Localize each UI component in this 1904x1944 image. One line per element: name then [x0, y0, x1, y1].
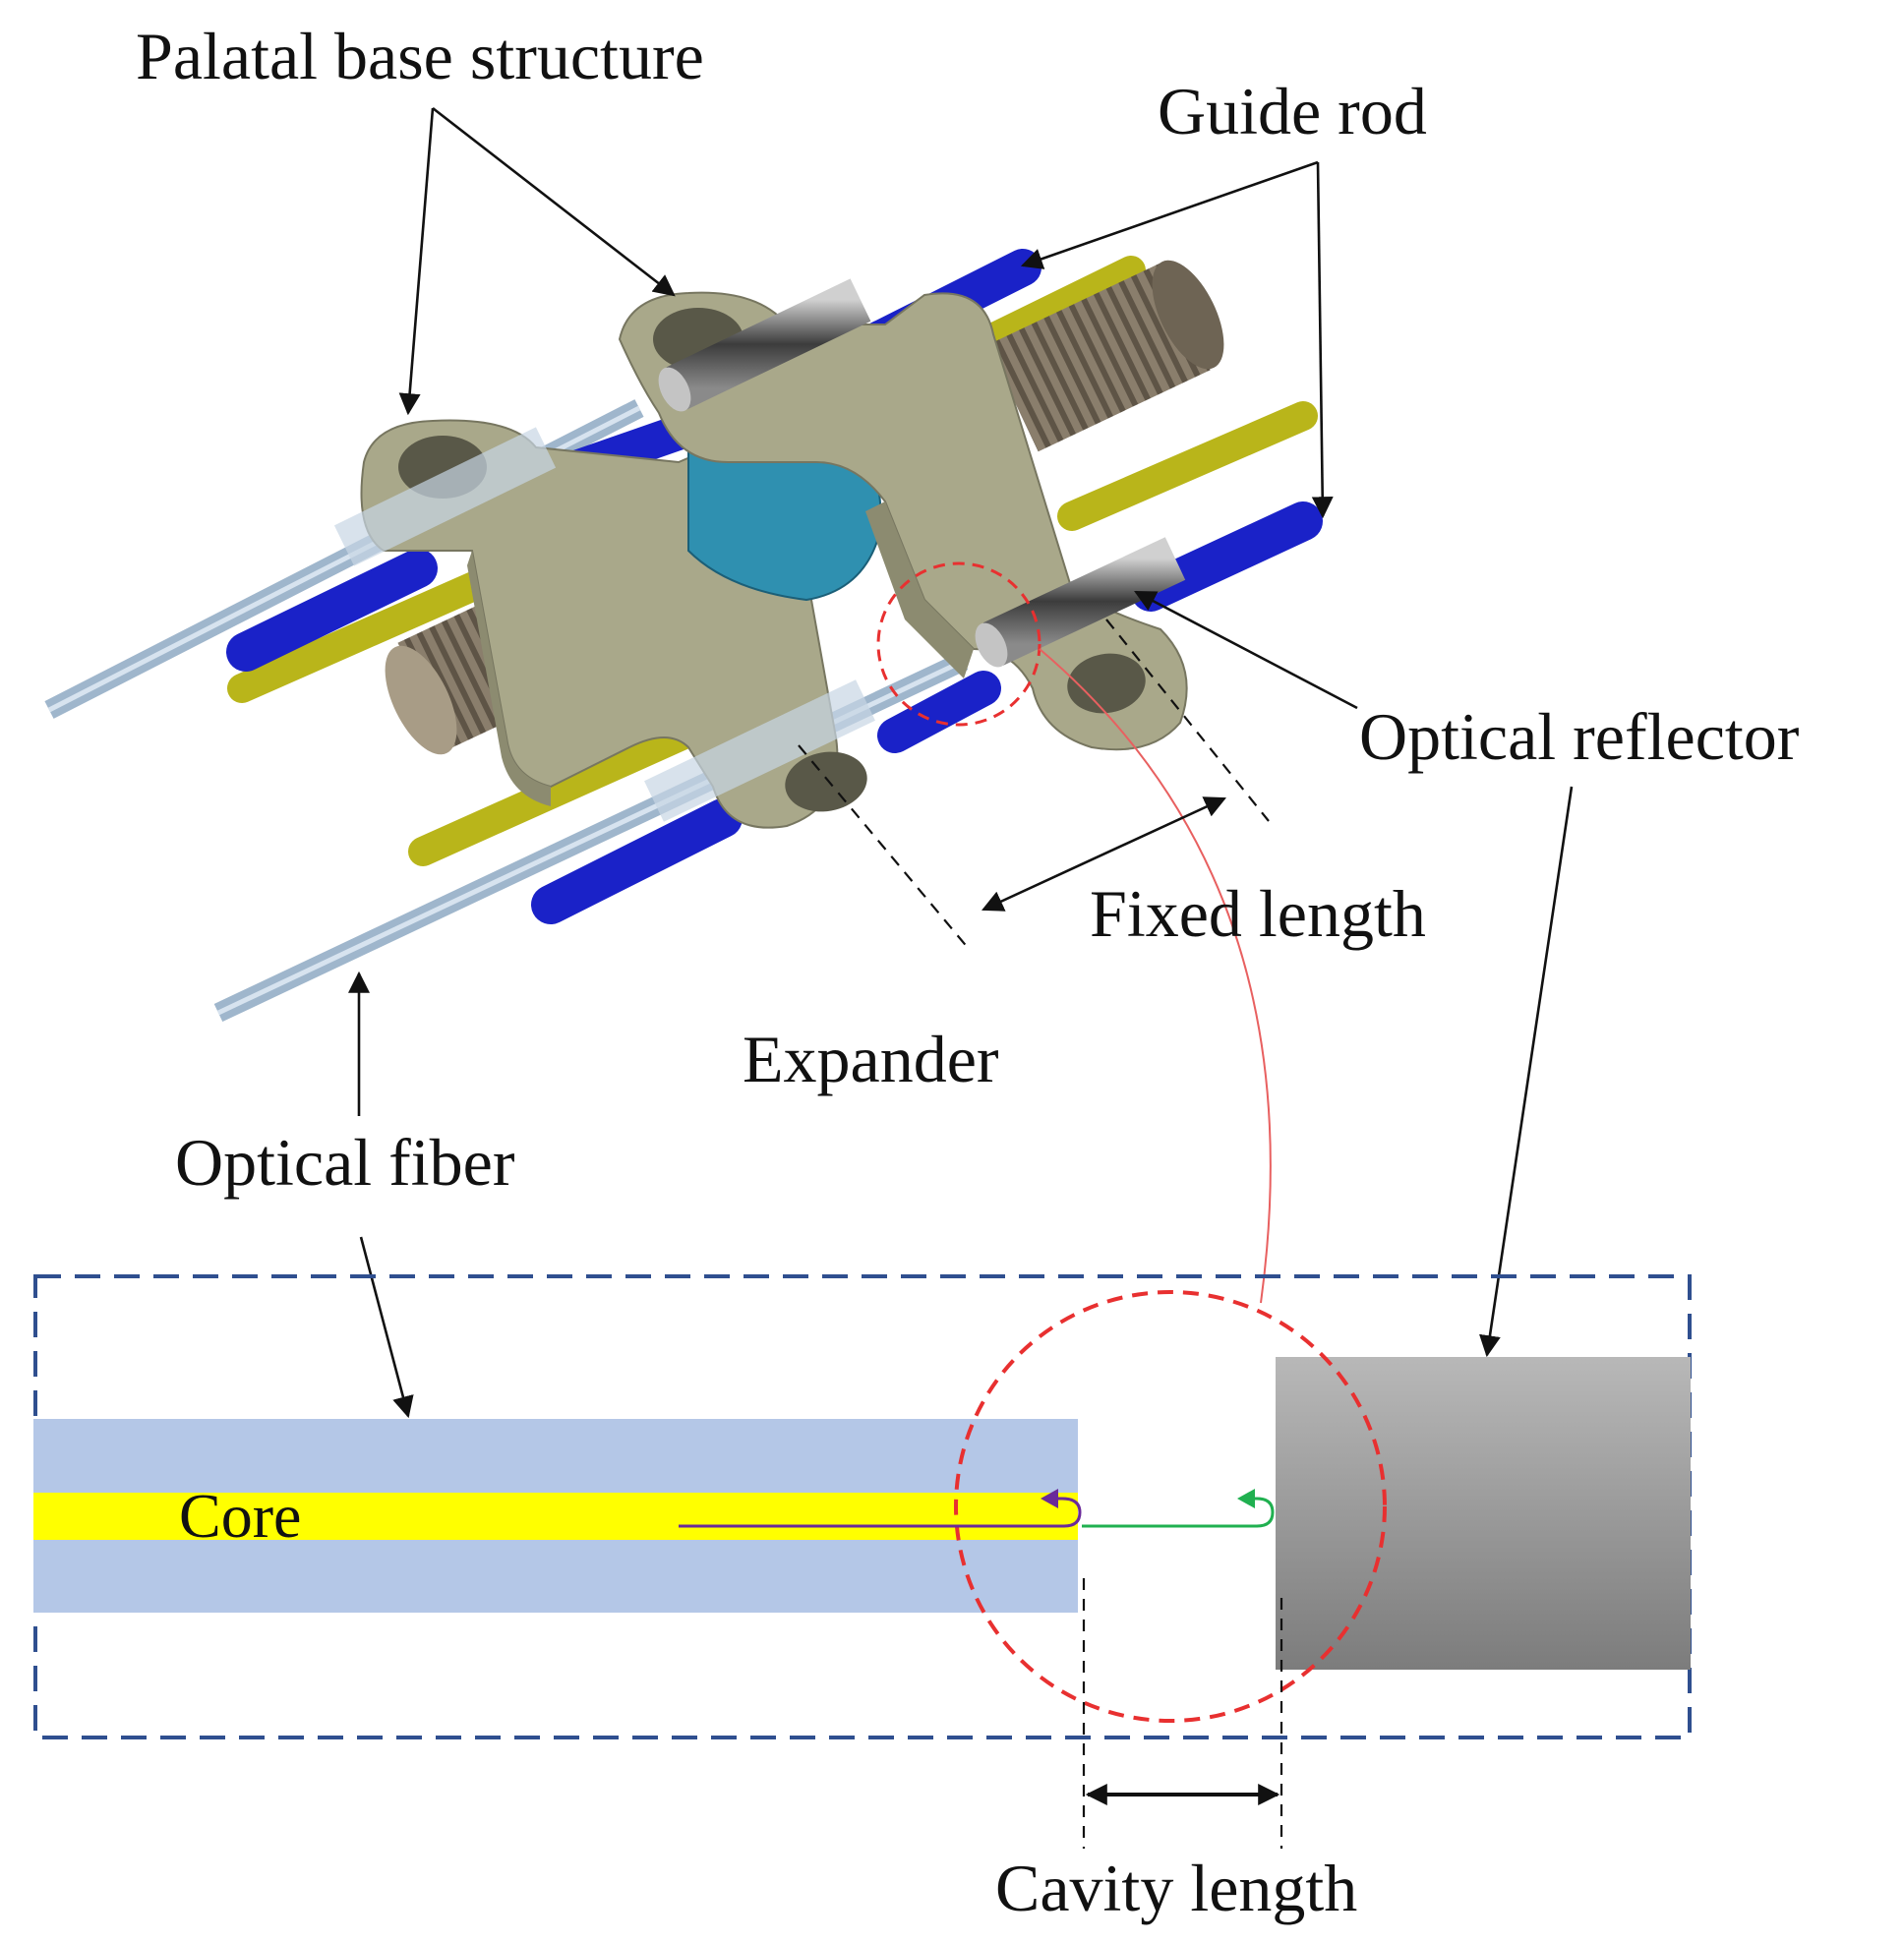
fixed-length-extension-right [1105, 619, 1270, 822]
reflection-arrow-fiber [679, 1497, 1082, 1528]
fiber-sleeves [333, 427, 875, 822]
zoom-circle-small [876, 561, 1041, 727]
fixed-length-label: Fixed length [1090, 876, 1426, 951]
leaders [348, 106, 1574, 1419]
palatal-base-label: Palatal base structure [136, 19, 704, 93]
optical-reflector-rods [658, 278, 1186, 668]
guide-rod-label: Guide rod [1158, 74, 1427, 148]
fixed-length-arrow [982, 796, 1226, 912]
magnified-frame [33, 1274, 1692, 1739]
zoom-circle-large [954, 1290, 1387, 1723]
assembly-3d [44, 249, 1323, 1304]
optical-reflector-label: Optical reflector [1359, 699, 1800, 774]
core-label: Core [179, 1481, 301, 1551]
magnified-section: Core [33, 1274, 1692, 1849]
cavity-length-label: Cavity length [995, 1851, 1357, 1925]
reflection-arrow-reflector [1082, 1497, 1275, 1528]
expander-label: Expander [743, 1022, 999, 1096]
fixed-length-extension-left [798, 744, 970, 950]
optical-fiber-label: Optical fiber [175, 1125, 515, 1200]
fiber-core [33, 1493, 1078, 1540]
reflector-block [1276, 1357, 1691, 1670]
zoom-connector [1039, 648, 1272, 1304]
